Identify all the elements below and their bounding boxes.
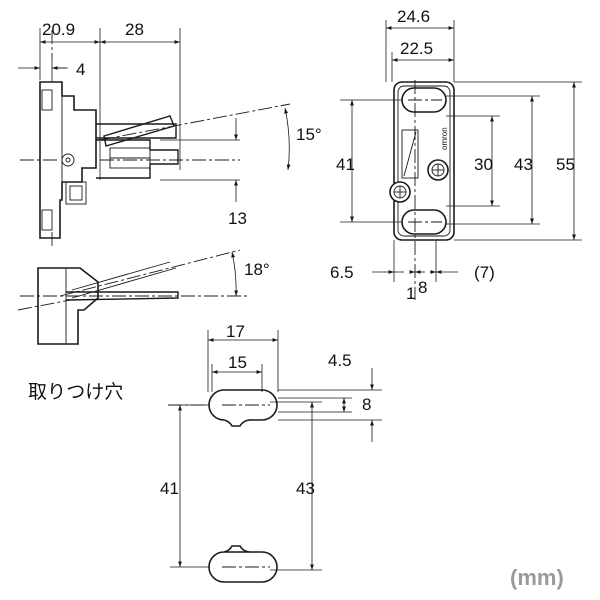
brand-logo: omron — [440, 127, 449, 150]
dim-pitch-b: 43 — [296, 479, 315, 498]
dim-hole-height: 8 — [362, 395, 371, 414]
dim-inner-length: 15 — [228, 353, 247, 372]
dim-right-offset: (7) — [474, 263, 495, 282]
dim-center-a: 1 — [406, 284, 415, 303]
dim-slot-width: 4.5 — [328, 351, 352, 370]
dim-outer-length: 17 — [226, 322, 245, 341]
dim-total-height: 55 — [556, 155, 575, 174]
units-label: (mm) — [510, 565, 564, 590]
dim-height: 13 — [228, 209, 247, 228]
dim-left-height: 41 — [336, 155, 355, 174]
dim-left-offset: 6.5 — [330, 263, 354, 282]
dim-outer-width: 24.6 — [397, 7, 430, 26]
bottom-view — [17, 249, 250, 345]
dim-angle-bottom: 18° — [244, 260, 270, 279]
dim-mid-height: 43 — [514, 155, 533, 174]
dim-width-a: 20.9 — [42, 20, 75, 39]
dim-width-b: 28 — [125, 20, 144, 39]
dim-inner-height: 30 — [474, 155, 493, 174]
dim-angle-side: 15° — [296, 125, 322, 144]
dim-offset: 4 — [76, 60, 85, 79]
dim-pitch-a: 41 — [160, 479, 179, 498]
dim-center-b: 8 — [418, 278, 427, 297]
mounting-holes-label: 取りつけ穴 — [28, 381, 123, 403]
side-view — [18, 28, 291, 246]
front-view — [340, 20, 582, 300]
mounting-holes-view — [168, 330, 382, 583]
dim-inner-width: 22.5 — [400, 39, 433, 58]
